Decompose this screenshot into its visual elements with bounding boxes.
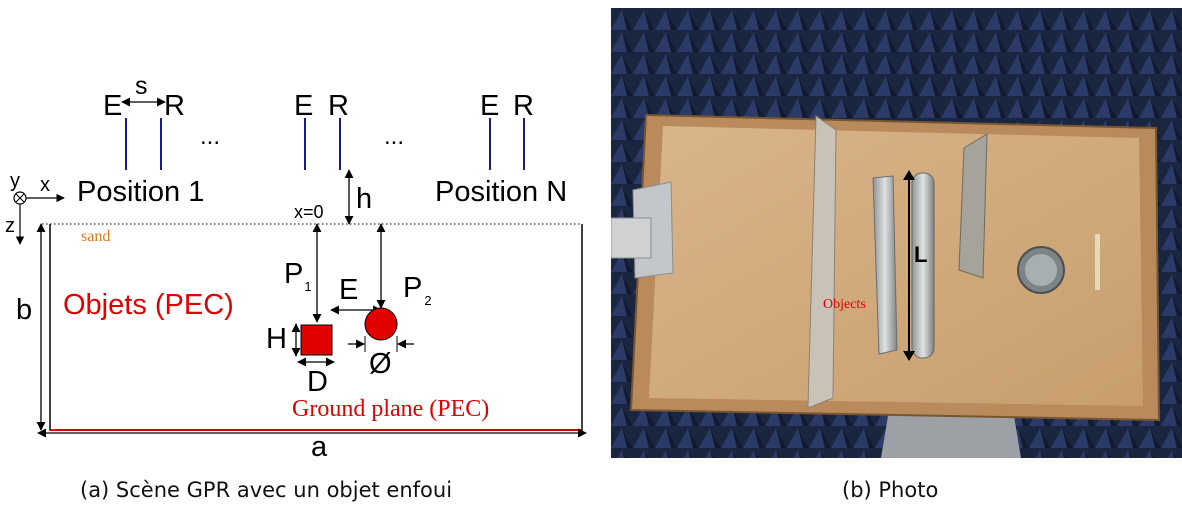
sand-box-interior — [649, 126, 1143, 406]
caption-b: (b) Photo — [842, 478, 939, 502]
sand-label: sand — [81, 228, 111, 245]
divider-panel-right — [958, 133, 988, 279]
position-n-label: Position N — [435, 176, 568, 208]
emitter-label-2: E — [294, 90, 314, 122]
ground-plane-label: Ground plane (PEC) — [292, 396, 490, 422]
depth-b-label: b — [16, 294, 33, 326]
emitter-label-n: E — [480, 90, 500, 122]
receiver-label-1: R — [164, 90, 185, 122]
caption-a: (a) Scène GPR avec un objet enfoui — [80, 478, 453, 502]
metal-plate-object — [872, 175, 898, 355]
divider-panel-left — [807, 115, 837, 409]
diameter-label: Ø — [369, 348, 392, 380]
ellipsis-1: ... — [200, 123, 221, 150]
metal-cylinder-object — [911, 172, 935, 359]
diagram-lines — [13, 97, 587, 438]
emitter-label-1: E — [103, 90, 123, 122]
width-a-label: a — [311, 431, 328, 463]
ellipsis-2: ... — [384, 123, 405, 150]
x0-label: x=0 — [294, 202, 324, 222]
objects-label: Objets (PEC) — [63, 289, 234, 321]
gap-e-label: E — [339, 274, 359, 306]
p1-label: P1 — [284, 258, 312, 294]
circle-object — [364, 307, 398, 341]
receiver-label-2: R — [328, 90, 349, 122]
spacing-label: s — [135, 72, 148, 100]
photo-illustration — [610, 8, 1182, 458]
receiver-label-n: R — [513, 90, 534, 122]
length-label: L — [914, 242, 928, 267]
square-object — [300, 324, 333, 356]
x-axis-label: x — [40, 174, 50, 196]
antennas — [125, 118, 525, 170]
photo-objects-label: Objects — [823, 297, 866, 312]
position-1-label: Position 1 — [77, 176, 205, 208]
experiment-photo: L Objects — [610, 8, 1182, 458]
y-axis-label: y — [10, 170, 20, 192]
square-width-label: D — [307, 366, 328, 398]
square-height-label: H — [266, 323, 287, 355]
z-axis-label: z — [5, 215, 15, 237]
wooden-stick — [1095, 234, 1100, 290]
height-label: h — [356, 183, 373, 215]
gpr-scene-diagram: E s R E R E R ... ... Position 1 Positio… — [0, 0, 600, 470]
